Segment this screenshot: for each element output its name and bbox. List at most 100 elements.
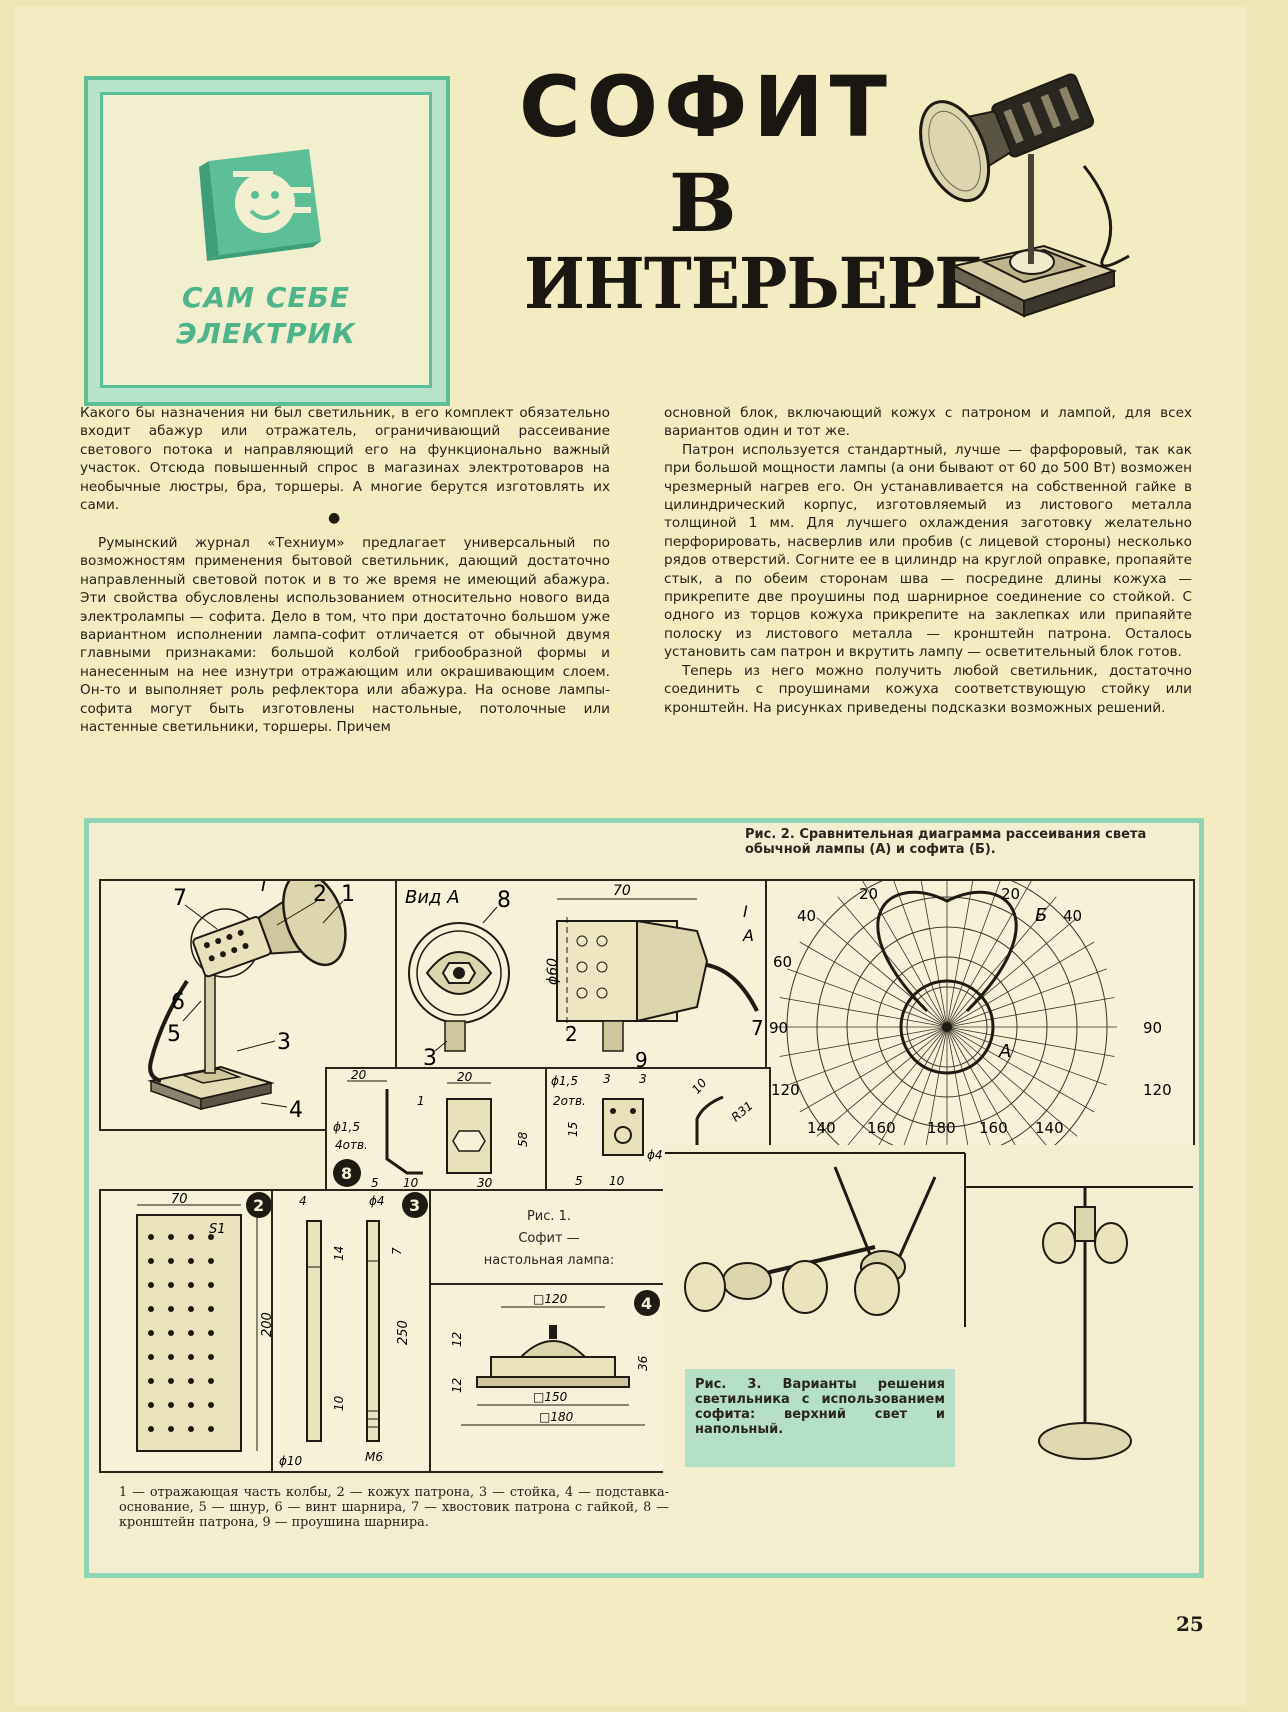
view-arrow-a: А <box>742 926 754 945</box>
perforation-hole <box>168 1426 174 1432</box>
polar-tick-20-left: 20 <box>859 885 878 903</box>
perforation-hole <box>188 1330 194 1336</box>
panel-fig3-illustration: Рис. 3. Варианты решения светильника с и… <box>663 1145 1195 1473</box>
p9-dim-15: 15 <box>566 1122 580 1137</box>
polar-spoke <box>946 881 1032 1028</box>
p8-dim-hole: ϕ1,5 <box>333 1120 360 1134</box>
detail-8-drawing: 20 20 1 ϕ1,5 4отв. 5 10 58 30 8 <box>333 1069 530 1190</box>
p9-dim-3b: 3 <box>639 1072 647 1086</box>
view-a-label: Вид А <box>405 887 460 908</box>
curve-sofit-b <box>876 890 1018 1013</box>
dim-70: 70 <box>613 883 631 899</box>
perforation-hole <box>168 1258 174 1264</box>
detail-2-drawing: 70 S1 200 2 <box>136 1192 275 1452</box>
part-number-3b: 3 <box>423 1046 437 1071</box>
perforation-hole <box>168 1330 174 1336</box>
perforation-hole <box>168 1378 174 1384</box>
p4-dim-12b: 12 <box>450 1378 464 1393</box>
badge-4: 4 <box>641 1294 652 1313</box>
perforation-hole <box>188 1258 194 1264</box>
polar-spoke <box>920 881 948 1028</box>
perforation-hole <box>208 1234 214 1240</box>
curve-lamp-a <box>899 979 995 1075</box>
polar-spoke <box>779 997 948 1028</box>
part-number-7b: 7 <box>751 1016 764 1040</box>
p3-dim-m6: М6 <box>365 1450 383 1464</box>
part-number-1: 1 <box>341 882 355 907</box>
perforation-hole <box>148 1282 154 1288</box>
polar-tick-40-left: 40 <box>797 907 816 925</box>
plug-logo-icon <box>199 149 321 261</box>
polar-spoke <box>779 1026 948 1057</box>
page-number: 25 <box>1176 1612 1204 1636</box>
polar-tick-140-right: 140 <box>1035 1119 1064 1137</box>
polar-tick-160-left: 160 <box>867 1119 896 1137</box>
p8-dim-count: 4отв. <box>335 1138 368 1152</box>
title-line2: В <box>669 156 737 250</box>
view-marker-roman: I <box>261 881 266 896</box>
perforation-hole <box>188 1234 194 1240</box>
polar-spoke <box>946 997 1115 1028</box>
panel-detail-3: 4 ϕ4 14 7 250 10 М6 ϕ10 3 <box>271 1189 435 1473</box>
polar-tick-160-right: 160 <box>979 1119 1008 1137</box>
detail-4-drawing: □120 □150 □180 12 36 12 4 <box>450 1290 660 1426</box>
polar-diagram: 20 20 40 40 60 90 90 120 120 140 160 180… <box>769 881 1172 1149</box>
polar-tick-90-right: 90 <box>1143 1019 1162 1037</box>
curve-label-a: А <box>998 1041 1011 1062</box>
view-a-drawing: Вид А 8 3 70 ϕ6 <box>405 883 764 1071</box>
perforation-hole <box>148 1306 154 1312</box>
polar-spoke <box>799 941 948 1028</box>
p3-dim-14: 14 <box>332 1246 346 1261</box>
panel-view-a: Вид А 8 3 70 ϕ6 <box>395 879 771 1073</box>
polar-spoke <box>946 1026 969 1149</box>
p3-dim-7: 7 <box>390 1247 404 1255</box>
perforation-hole <box>208 1402 214 1408</box>
p4-dim-12a: 12 <box>450 1332 464 1347</box>
part-number-3: 3 <box>277 1030 291 1055</box>
perforation-hole <box>148 1354 154 1360</box>
magazine-page: САМ СЕБЕ ЭЛЕКТРИК СОФИТ В ИНТЕРЬЕРЕ Како… <box>14 6 1246 1706</box>
polar-tick-180: 180 <box>927 1119 956 1137</box>
figures-frame: Рис. 2. Сравнительная диаграмма рассеива… <box>84 818 1204 1578</box>
polar-spoke <box>946 941 1095 1028</box>
polar-spoke <box>876 1026 948 1149</box>
lamp-assembly-drawing: 7 2 1 I 6 5 3 4 <box>147 881 355 1123</box>
perforation-hole <box>208 1426 214 1432</box>
perforation-hole <box>208 1378 214 1384</box>
p9-dim-hole: ϕ1,5 <box>551 1074 578 1088</box>
fig3-caption: Рис. 3. Варианты решения светильника с и… <box>685 1369 955 1467</box>
p4-dim-180: □180 <box>539 1410 574 1424</box>
polar-spoke <box>893 881 948 1028</box>
polar-tick-20-right: 20 <box>1001 885 1020 903</box>
polar-tick-120-right: 120 <box>1143 1081 1172 1099</box>
fig1-caption-line3: настольная лампа: <box>483 1253 615 1268</box>
perforation-hole <box>188 1402 194 1408</box>
polar-tick-120-left: 120 <box>771 1081 800 1099</box>
p8-dim-58: 58 <box>516 1131 530 1147</box>
p2-dim-70: 70 <box>171 1192 188 1207</box>
perforation-hole <box>148 1258 154 1264</box>
article-left-column: Румынский журнал «Техниум» предлагает ун… <box>80 535 610 736</box>
p8-dim-5: 5 <box>371 1176 379 1190</box>
part-number-2: 2 <box>313 882 327 907</box>
panel-detail-2: 70 S1 200 2 <box>99 1189 277 1473</box>
p2-dim-s1: S1 <box>209 1222 226 1237</box>
rubric-line2: ЭЛЕКТРИК <box>176 317 356 350</box>
p3-dim-phi4: ϕ4 <box>369 1194 385 1208</box>
polar-grid <box>777 881 1117 1149</box>
p4-dim-150: □150 <box>533 1390 568 1404</box>
badge-3: 3 <box>409 1196 420 1215</box>
polar-spoke <box>946 1026 1078 1137</box>
title-line3: ИНТЕРЬЕРЕ <box>524 242 984 325</box>
part-number-2b: 2 <box>565 1022 578 1046</box>
perforation-hole <box>208 1258 214 1264</box>
right-paragraph-1: основной блок, включающий кожух с патрон… <box>664 405 1192 440</box>
p3-dim-250: 250 <box>396 1320 411 1345</box>
perforation-hole <box>208 1330 214 1336</box>
part-number-6: 6 <box>171 990 185 1015</box>
perforation-hole <box>208 1282 214 1288</box>
perforation-hole <box>188 1282 194 1288</box>
polar-spoke <box>946 1026 992 1149</box>
part-number-7: 7 <box>173 886 187 911</box>
perforation-hole <box>208 1354 214 1360</box>
